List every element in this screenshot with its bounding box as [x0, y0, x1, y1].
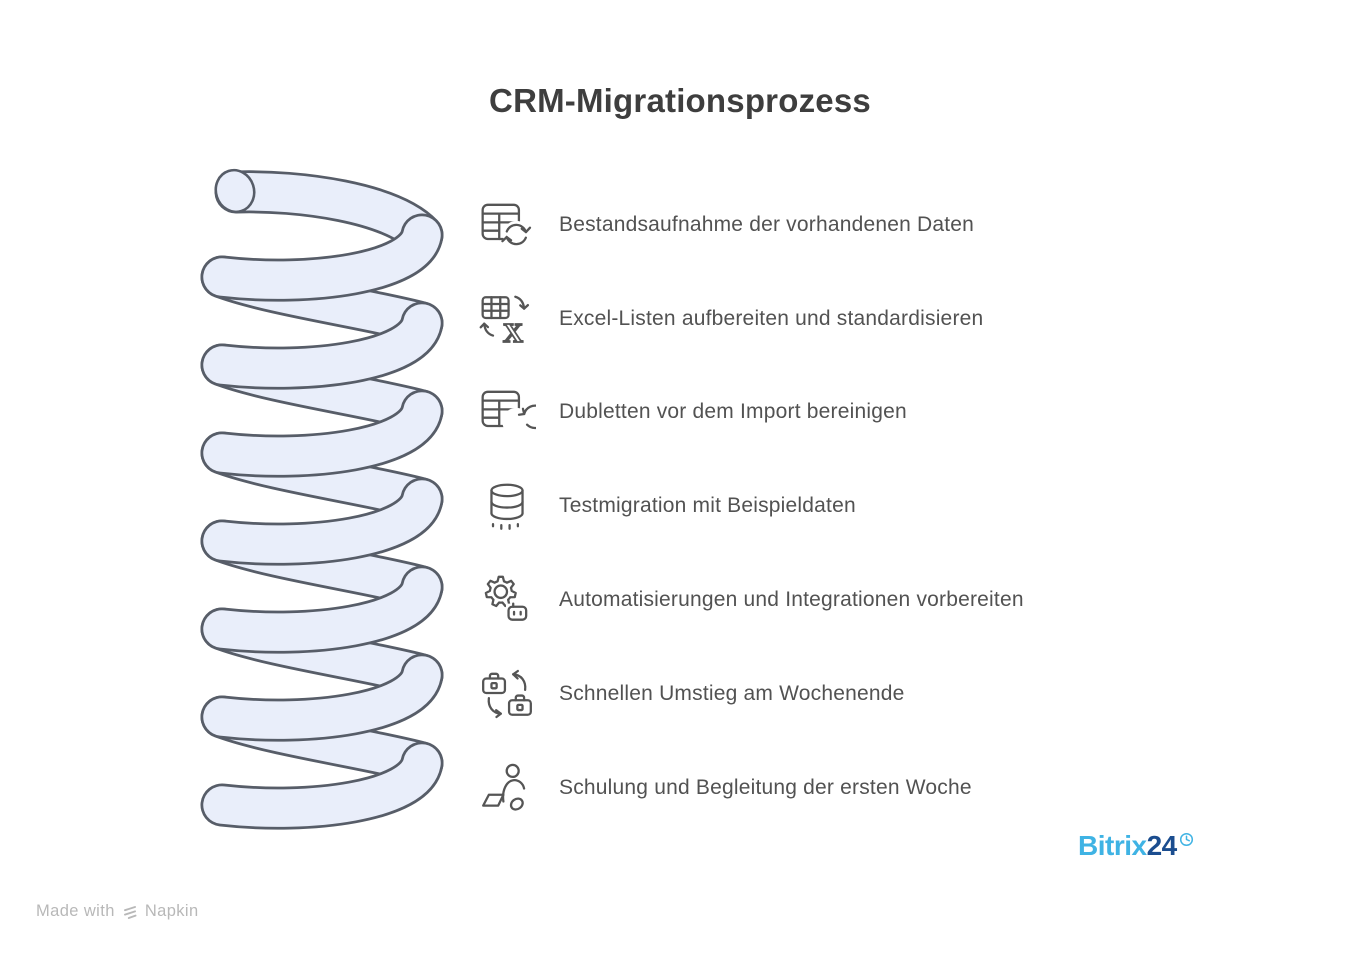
step-label: Schulung und Begleitung der ersten Woche: [559, 775, 972, 799]
briefcase-swap-icon: [478, 665, 536, 723]
step-label: Bestandsaufnahme der vorhandenen Daten: [559, 212, 975, 236]
excel-transform-icon: X: [478, 290, 536, 348]
napkin-attribution[interactable]: Made with Napkin: [36, 902, 199, 921]
process-step-row: Schnellen Umstieg am Wochenende: [478, 647, 1024, 741]
process-step-row: Bestandsaufnahme der vorhandenen Daten: [478, 178, 1024, 272]
step-label: Schnellen Umstieg am Wochenende: [559, 681, 905, 705]
step-label: Dubletten vor dem Import bereinigen: [559, 400, 907, 424]
made-with-text: Made with: [36, 902, 115, 920]
process-step-row: Schulung und Begleitung der ersten Woche: [478, 741, 1024, 835]
database-test-icon: [478, 477, 536, 535]
napkin-brand-text: Napkin: [144, 902, 199, 920]
process-steps-list: Bestandsaufnahme der vorhandenen Daten X…: [478, 178, 1024, 835]
clock-icon: [1179, 832, 1193, 847]
step-label: Automatisierungen und Integrationen vorb…: [559, 588, 1024, 612]
spring-coil-graphic: [200, 168, 444, 830]
napkin-logo-icon: [123, 905, 137, 919]
bitrix-logo-light-text: Bitrix: [1078, 830, 1147, 861]
process-step-row: Testmigration mit Beispieldaten: [478, 459, 1024, 553]
process-step-row: Dubletten vor dem Import bereinigen: [478, 366, 1024, 460]
process-step-row: Automatisierungen und Integrationen vorb…: [478, 553, 1024, 647]
page-title: CRM-Migrationsprozess: [489, 82, 871, 119]
svg-text:X: X: [503, 317, 523, 347]
process-step-row: X Excel-Listen aufbereiten und standardi…: [478, 272, 1024, 366]
bitrix-logo-dark-text: 24: [1146, 830, 1178, 861]
person-laptop-icon: [478, 759, 536, 817]
table-sync-icon: [478, 196, 536, 254]
step-label: Excel-Listen aufbereiten und standardisi…: [559, 306, 984, 330]
table-dedupe-icon: [478, 383, 536, 441]
spiral-spring-illustration: [180, 140, 460, 850]
gear-robot-icon: [478, 571, 536, 629]
step-label: Testmigration mit Beispieldaten: [559, 494, 856, 518]
